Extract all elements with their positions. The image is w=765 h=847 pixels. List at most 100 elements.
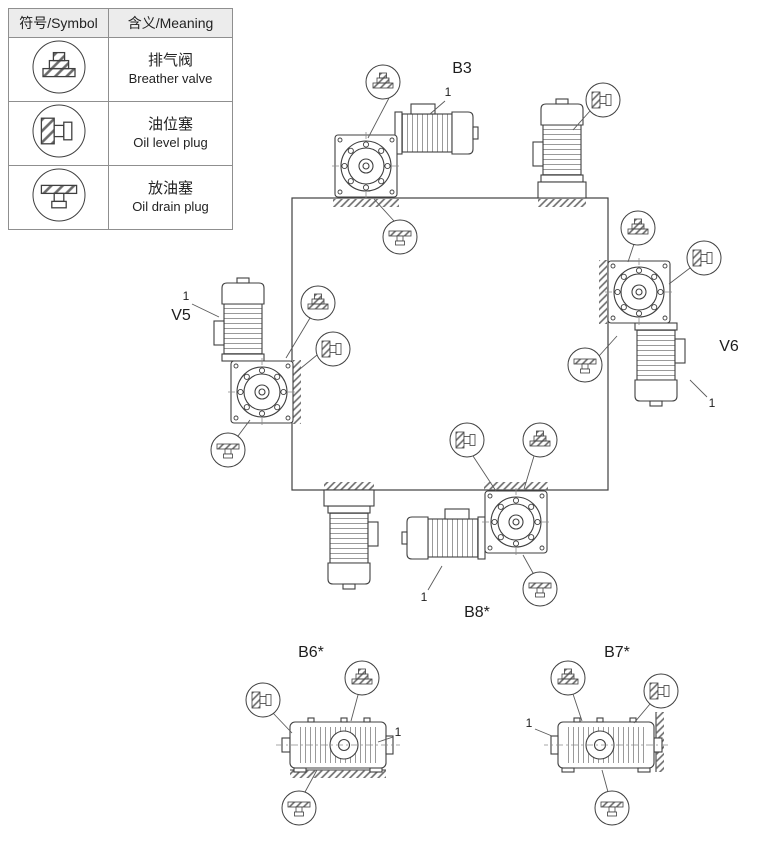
motor-ref-label: 1 xyxy=(395,725,402,739)
oil-level-plug-label-en: Oil level plug xyxy=(133,134,208,150)
oil-level-plug-icon xyxy=(8,101,109,166)
callout-leader-line xyxy=(373,198,395,222)
motor-ref-callout-b6: 1 xyxy=(377,725,402,743)
legend-header-meaning: 含义/Meaning xyxy=(108,8,233,38)
callout-leader-line xyxy=(237,419,251,437)
callout-leader-line xyxy=(572,110,591,131)
callout-leader-line xyxy=(523,455,535,490)
mount-hatch-bottom-center xyxy=(324,482,374,490)
breather-valve-label-en: Breather valve xyxy=(128,70,213,86)
gearbox-b7 xyxy=(543,717,669,773)
callout-leader-line xyxy=(429,100,446,115)
oil-drain-plug-icon xyxy=(282,791,316,825)
legend-row-oil-drain: 放油塞 Oil drain plug xyxy=(8,165,233,230)
oil-drain-callout-b8 xyxy=(522,554,557,606)
oil-level-callout-v5 xyxy=(294,332,350,374)
oil-drain-callout-b7 xyxy=(595,769,629,825)
motor-ref-label: 1 xyxy=(709,396,716,410)
oil-drain-plug-icon xyxy=(523,572,557,606)
legend-table: 符号/Symbol 含义/Meaning 排气阀 Breather valve xyxy=(8,8,233,230)
oil-level-plug-icon xyxy=(316,332,350,366)
oil-level-plug-icon xyxy=(450,423,484,457)
oil-level-plug-icon xyxy=(246,683,280,717)
motor-b8 xyxy=(401,508,486,560)
callout-leader-line xyxy=(350,694,359,722)
oil-level-plug-icon xyxy=(687,241,721,275)
motor-ref-label: 1 xyxy=(526,716,533,730)
breather-valve-callout-b6 xyxy=(345,661,379,722)
callout-leader-line xyxy=(601,769,609,793)
callout-leader-line xyxy=(598,335,618,357)
mount-hatch-top-right xyxy=(538,199,586,207)
callout-leader-line xyxy=(627,243,635,263)
breather-valve-icon xyxy=(621,211,655,245)
breather-valve-icon xyxy=(551,661,585,695)
breather-valve-callout-v5 xyxy=(285,286,335,359)
motor-bottom-center xyxy=(327,505,379,590)
oil-drain-plug-label-zh: 放油塞 xyxy=(147,180,193,197)
callout-leader-line xyxy=(272,712,293,734)
breather-valve-icon xyxy=(345,661,379,695)
legend-meaning-oil-drain: 放油塞 Oil drain plug xyxy=(108,165,233,230)
oil-level-plug-icon xyxy=(586,83,620,117)
callout-leader-line xyxy=(427,565,443,591)
mounting-square xyxy=(291,197,609,491)
gearbox-b8 xyxy=(481,487,551,557)
legend-meaning-oil-level: 油位塞 Oil level plug xyxy=(108,101,233,166)
breather-valve-icon xyxy=(523,423,557,457)
gearmotor-b8 xyxy=(401,487,551,560)
callout-leader-line xyxy=(689,379,708,398)
oil-level-plug-label-zh: 油位塞 xyxy=(147,116,193,133)
gearbox-b6 xyxy=(275,717,401,773)
label-b8: B8* xyxy=(464,604,490,621)
callout-leader-line xyxy=(572,693,583,722)
callout-leader-line xyxy=(534,728,553,737)
label-b6: B6* xyxy=(298,644,324,661)
mount-hatch-v6 xyxy=(599,260,607,324)
mount-hatch-b6 xyxy=(290,770,386,778)
mount-hatch-v5 xyxy=(293,360,301,424)
gearmotor-b3 xyxy=(331,103,479,201)
gearmotor-top-right xyxy=(532,98,587,199)
oil-level-callout-b7 xyxy=(633,674,678,724)
oil-level-plug-icon xyxy=(644,674,678,708)
motor-top-right xyxy=(532,98,584,183)
legend-row-breather: 排气阀 Breather valve xyxy=(8,37,233,102)
oil-level-callout-v6 xyxy=(668,241,721,285)
gearbox-b3 xyxy=(331,131,401,201)
oil-level-callout-b6 xyxy=(246,683,293,734)
oil-drain-plug-icon xyxy=(8,165,109,230)
mount-hatch-b8 xyxy=(484,482,548,490)
oil-level-callout-top-right xyxy=(572,83,620,131)
oil-drain-plug-icon xyxy=(568,348,602,382)
oil-drain-callout-b6 xyxy=(282,769,318,825)
oil-drain-plug-icon xyxy=(383,220,417,254)
gearmotor-v5 xyxy=(213,277,297,427)
mount-hatch-b3 xyxy=(333,199,399,207)
callout-leader-line xyxy=(668,267,691,285)
callout-leader-line xyxy=(472,455,497,492)
callout-leader-line xyxy=(191,303,220,318)
motor-ref-callout-b3: 1 xyxy=(429,85,452,115)
oil-drain-plug-icon xyxy=(595,791,629,825)
motor-v6 xyxy=(634,322,686,407)
label-v5: V5 xyxy=(171,307,191,324)
callout-leader-line xyxy=(633,703,651,724)
callout-leader-line xyxy=(304,769,318,793)
motor-ref-label: 1 xyxy=(445,85,452,99)
breather-valve-callout-b7 xyxy=(551,661,585,722)
oil-level-callout-b8 xyxy=(450,423,497,492)
legend-row-oil-level: 油位塞 Oil level plug xyxy=(8,101,233,166)
oil-drain-plug-icon xyxy=(211,433,245,467)
motor-ref-label: 1 xyxy=(183,289,190,303)
gearbox-top-right xyxy=(537,181,587,199)
label-b3: B3 xyxy=(452,60,472,77)
breather-valve-callout-b3 xyxy=(366,65,400,139)
motor-ref-callout-b7: 1 xyxy=(526,716,553,737)
legend-header-row: 符号/Symbol 含义/Meaning xyxy=(8,8,233,38)
breather-valve-callout-b8 xyxy=(523,423,557,490)
callout-leader-line xyxy=(522,554,534,574)
breather-valve-label-zh: 排气阀 xyxy=(147,52,193,69)
motor-v5 xyxy=(213,277,265,362)
